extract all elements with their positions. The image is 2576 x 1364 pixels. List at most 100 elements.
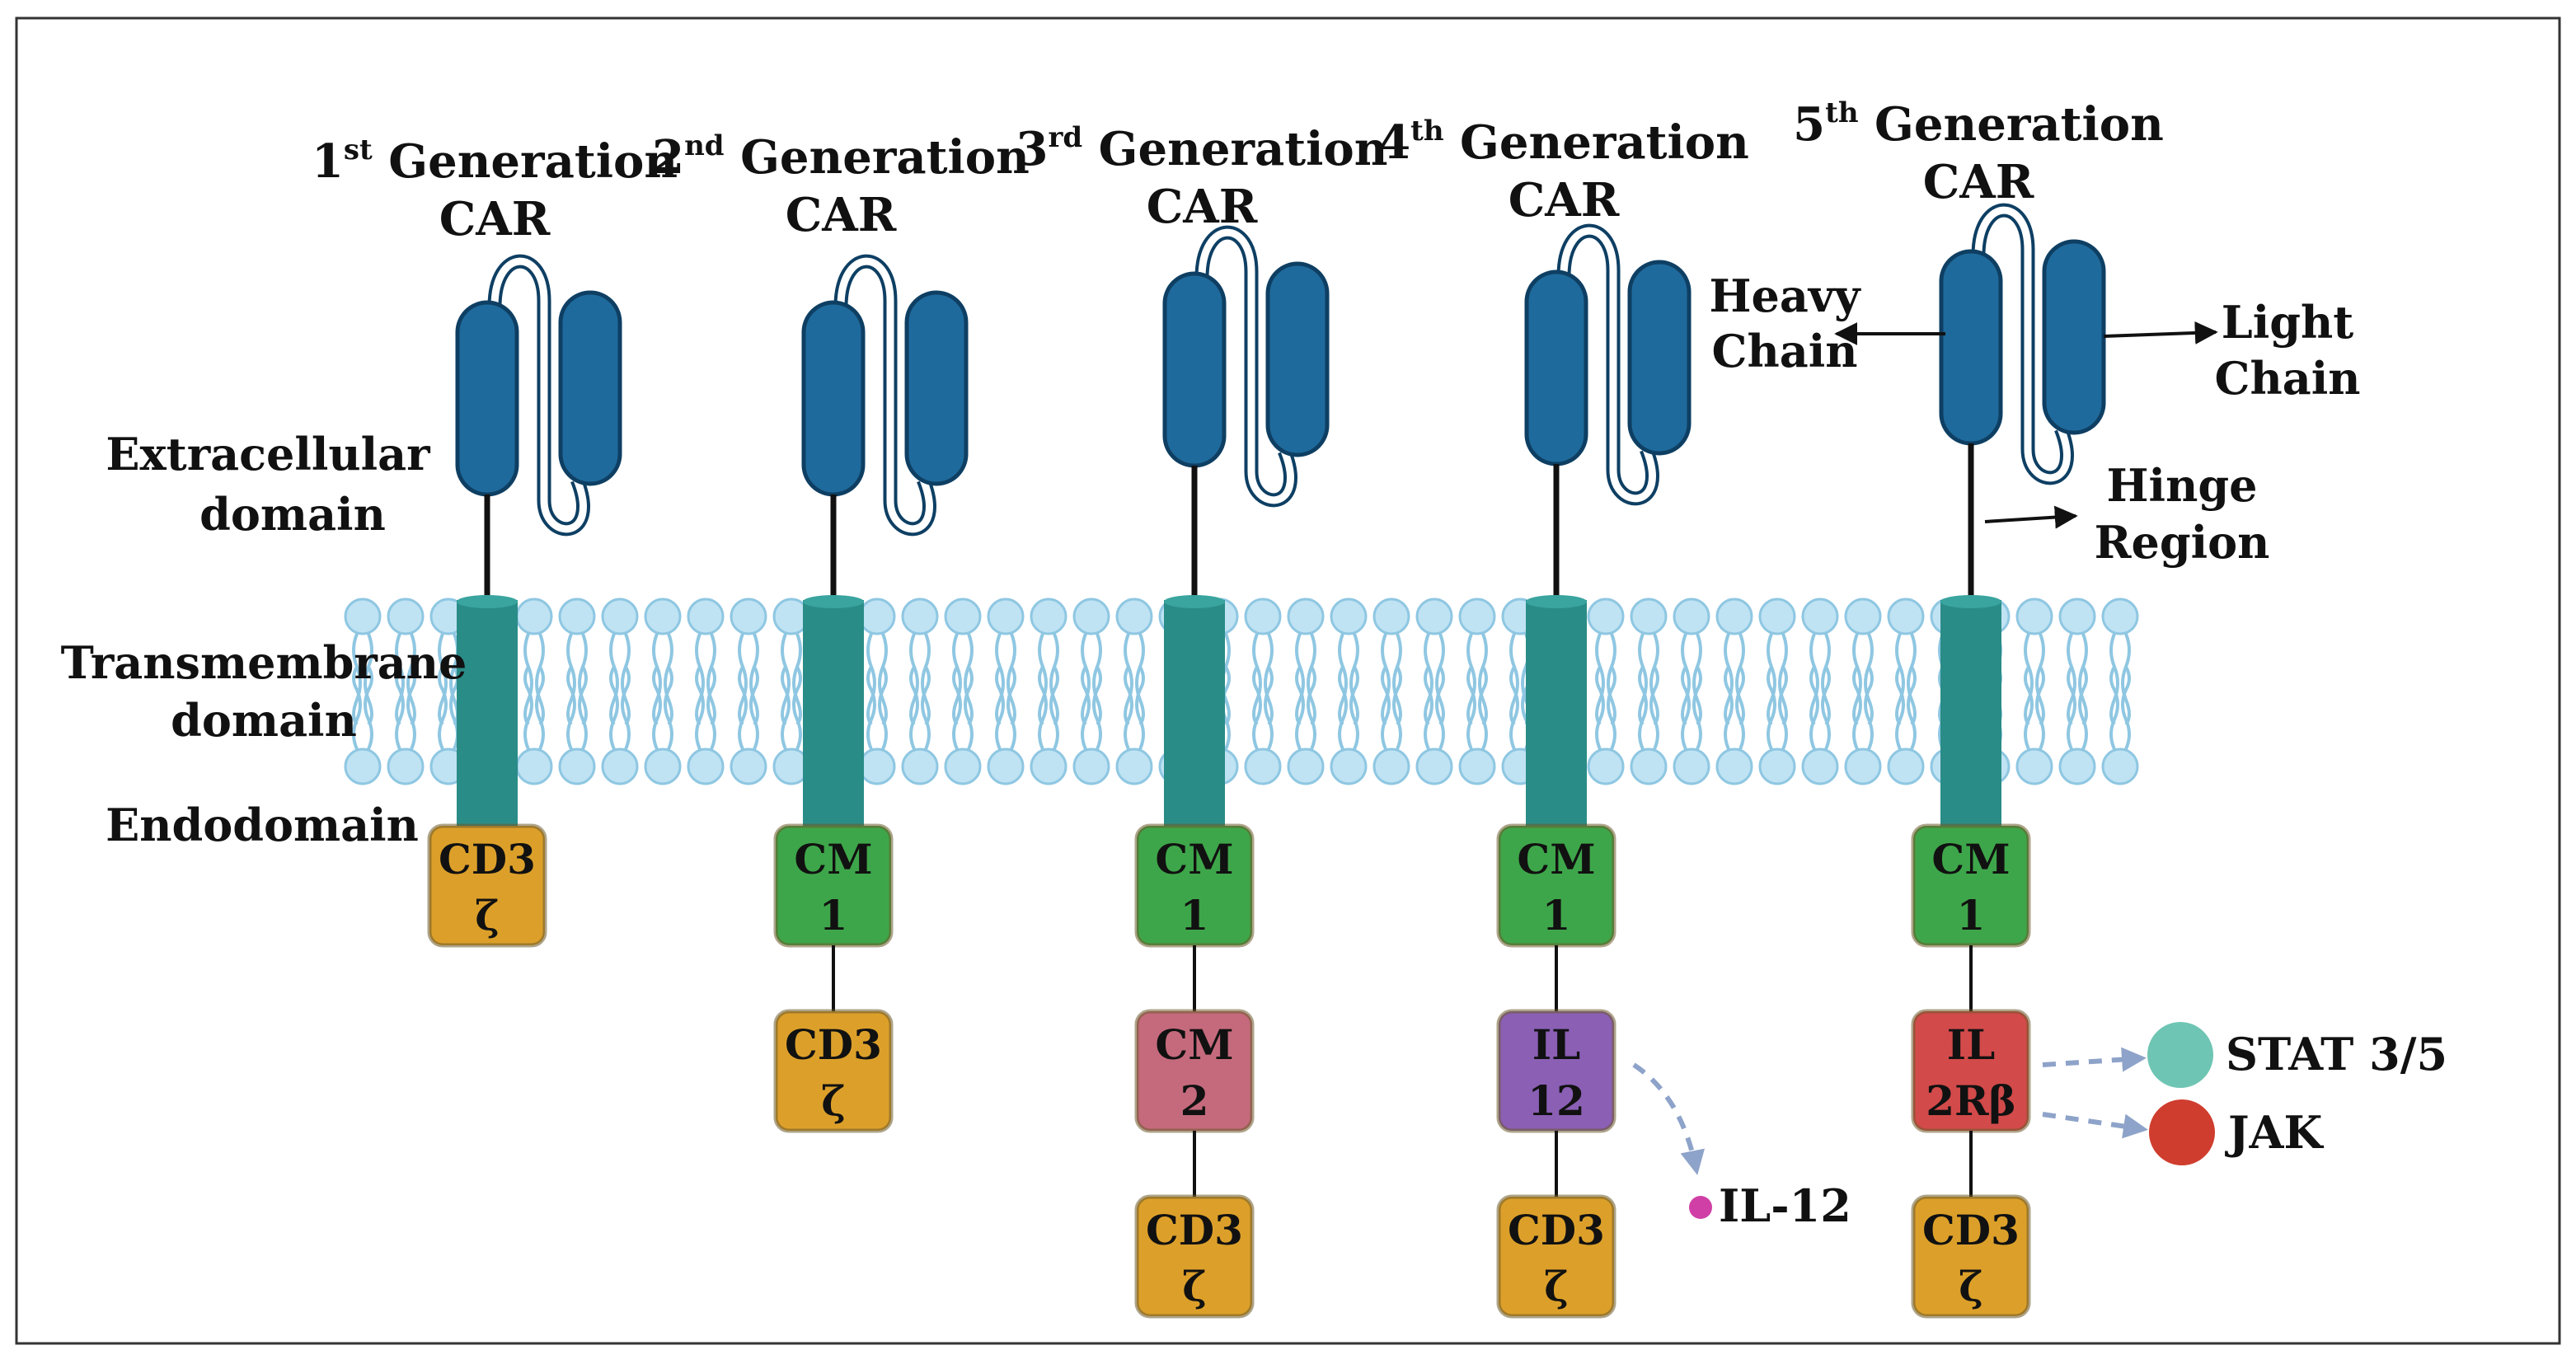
domain-label-line2: ζ: [1182, 1262, 1207, 1310]
heavy-chain: [455, 300, 519, 497]
phospholipid: [730, 598, 767, 785]
generation-title: 5th Generation: [1793, 96, 2164, 152]
il12-molecule-dot: [1689, 1196, 1712, 1219]
phospholipid: [901, 598, 939, 785]
jak-circle: [2149, 1099, 2215, 1165]
signaling-domain-cm1: CM1: [773, 823, 894, 948]
hinge-region-label-line1: Hinge: [2107, 459, 2258, 512]
jak-arrow: [2042, 1112, 2148, 1139]
phospholipid: [2015, 598, 2053, 785]
light-chain: [558, 290, 622, 486]
extracellular-label-line1: Extracellular: [106, 428, 430, 480]
domain-label-line1: CM: [1155, 1020, 1233, 1069]
light-chain: [904, 290, 969, 486]
transmembrane-domain: [1164, 600, 1225, 829]
hinge-region-arrow: [1984, 505, 2078, 529]
signaling-domain-cm1: CM1: [1496, 823, 1616, 948]
phospholipid: [1287, 598, 1325, 785]
scfv-linker: [1974, 206, 2071, 482]
phospholipid: [344, 598, 382, 785]
phospholipid: [1244, 598, 1282, 785]
transmembrane-domain: [803, 600, 864, 829]
signaling-domain-cd3: CD3 ζ: [1134, 1194, 1255, 1319]
domain-label-line1: CM: [1155, 835, 1233, 884]
figure-frame: [15, 16, 2561, 1345]
signaling-domain-cm1: CM 1: [1134, 823, 1255, 948]
phospholipid: [1458, 598, 1496, 785]
phospholipid: [558, 598, 596, 785]
phospholipid: [2101, 598, 2139, 785]
light-chain: [1265, 261, 1330, 457]
phospholipid: [644, 598, 682, 785]
transmembrane-cap: [1940, 595, 2001, 608]
domain-label-line2: ζ: [1544, 1262, 1569, 1310]
endodomain-label: Endodomain: [106, 799, 419, 851]
generation-subtitle: CAR: [786, 188, 897, 242]
phospholipid: [987, 598, 1025, 785]
lipid-bilayer-membrane: [344, 598, 2139, 785]
phospholipid: [858, 598, 896, 785]
domain-label-line2: 1: [1957, 891, 1986, 940]
phospholipid: [1673, 598, 1710, 785]
light-chain: [2042, 239, 2106, 435]
phospholipid: [1030, 598, 1067, 785]
heavy-chain: [1524, 270, 1588, 466]
light-chain-arrow: [2103, 321, 2218, 345]
phospholipid: [1415, 598, 1453, 785]
heavy-chain: [1939, 249, 2003, 446]
scfv-linker: [1198, 228, 1294, 504]
heavy-chain-label-line1: Heavy: [1709, 270, 1861, 322]
phospholipid: [1801, 598, 1839, 785]
generation-title: 4th Generation: [1378, 115, 1749, 170]
domain-label-line1: IL: [1947, 1020, 1996, 1069]
phospholipid: [2058, 598, 2096, 785]
generation-subtitle: CAR: [1509, 173, 1620, 227]
domain-label-line1: CD3: [439, 835, 536, 884]
stat-arrow: [2042, 1047, 2147, 1072]
transmembrane-label-line2: domain: [171, 694, 357, 747]
stat-label: STAT 3/5: [2226, 1028, 2447, 1080]
transmembrane-domain: [1526, 600, 1587, 829]
extracellular-label-line2: domain: [199, 488, 386, 541]
scfv-domain: [1162, 225, 1330, 508]
domain-label-line2: ζ: [475, 891, 500, 940]
phospholipid: [1587, 598, 1625, 785]
scfv-domain: [1524, 223, 1692, 506]
light-chain-label-line1: Light: [2222, 296, 2354, 349]
domain-label-line2: 1: [819, 891, 848, 940]
scfv-linker: [1560, 227, 1656, 503]
phospholipid: [515, 598, 553, 785]
heavy-chain-label-line2: Chain: [1711, 325, 1857, 377]
phospholipid: [1715, 598, 1753, 785]
phospholipid: [1758, 598, 1796, 785]
domain-label-line2: 1: [1180, 891, 1209, 940]
phospholipid: [387, 598, 425, 785]
il12-secretion-arrow: [1632, 1062, 1705, 1175]
domain-label-line1: CD3: [1146, 1206, 1243, 1254]
domain-label-line1: CD3: [785, 1020, 882, 1069]
transmembrane-cap: [457, 595, 518, 608]
heavy-chain: [801, 300, 866, 497]
scfv-domain: [801, 254, 969, 537]
domain-label-line1: CD3: [1922, 1206, 2020, 1254]
domain-label-line2: 2: [1180, 1076, 1209, 1125]
scfv-linker: [837, 257, 933, 533]
generation-title: 2nd Generation: [652, 129, 1030, 185]
generation-subtitle: CAR: [439, 192, 551, 246]
il12-secreted-label: IL-12: [1719, 1179, 1851, 1232]
transmembrane-cap: [803, 595, 864, 608]
signaling-domain-cd3: CD3 ζ: [427, 823, 547, 948]
generation-title: 3rd Generation: [1016, 121, 1388, 176]
heavy-chain: [1162, 271, 1227, 468]
hinge-region-label-line2: Region: [2095, 516, 2270, 569]
scfv-domain: [455, 254, 622, 537]
